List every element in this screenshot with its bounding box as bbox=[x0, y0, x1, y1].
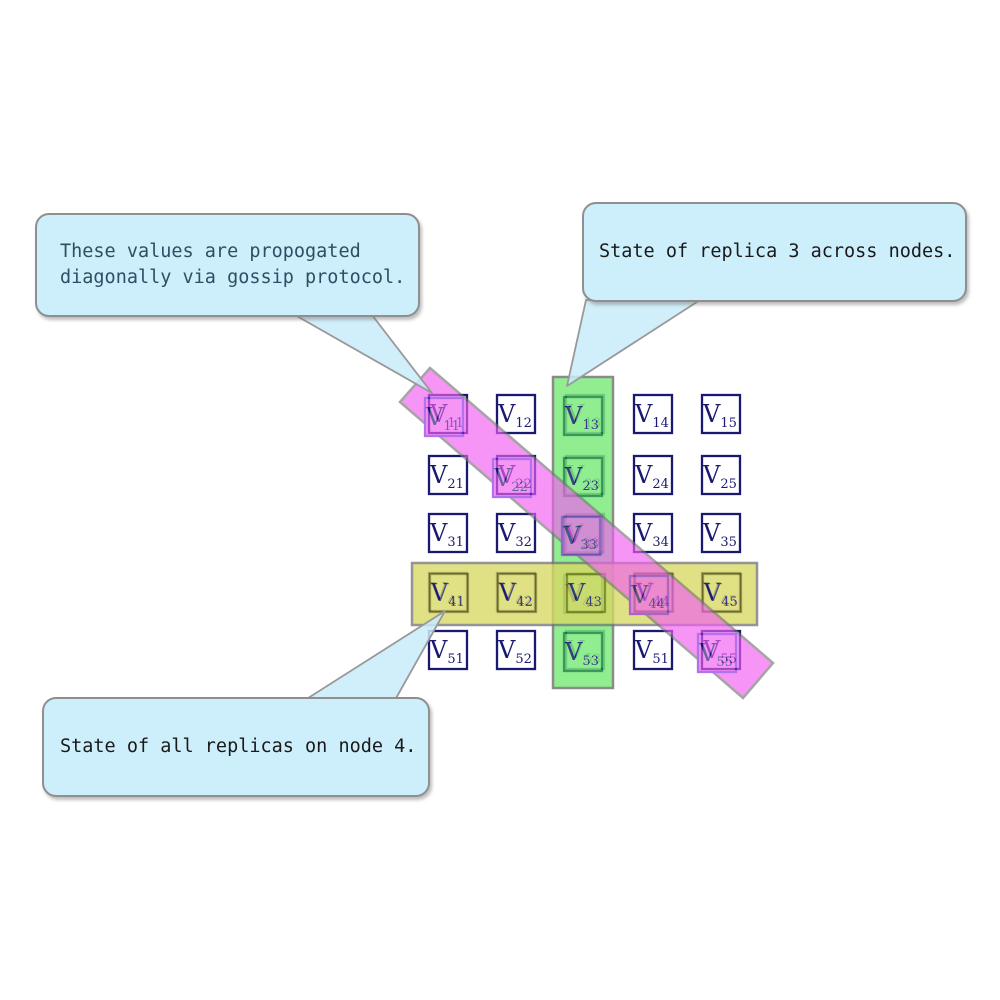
cell-label: V33 bbox=[562, 522, 597, 553]
cell-label: V22 bbox=[493, 464, 528, 495]
cell-label: V51 bbox=[429, 636, 464, 667]
cell-label: V35 bbox=[702, 519, 737, 550]
cell-label: V13 bbox=[564, 402, 599, 433]
callout-text-line: State of all replicas on node 4. bbox=[60, 736, 417, 757]
grid-cell bbox=[700, 454, 742, 496]
callout-node4-row: State of all replicas on node 4. bbox=[42, 697, 430, 797]
grid-cell bbox=[632, 512, 674, 554]
cell-label: V55 bbox=[698, 639, 733, 670]
grid-cell bbox=[700, 393, 742, 435]
callout-text-line: These values are propogated bbox=[60, 241, 361, 262]
grid-cell bbox=[632, 629, 674, 671]
cell-label: V21 bbox=[429, 461, 464, 492]
row-band-cell bbox=[701, 572, 743, 614]
cell-label: V34 bbox=[634, 519, 669, 550]
pointer-diagonal-callout bbox=[294, 314, 433, 394]
diagonal-band-cell bbox=[491, 457, 533, 499]
diagonal-band-cell bbox=[696, 632, 738, 674]
cell-label: V42 bbox=[498, 579, 533, 610]
grid-cell bbox=[495, 629, 537, 671]
column-band-cell bbox=[562, 631, 604, 673]
diagonal-band-cell bbox=[628, 574, 670, 616]
cell-label: V12 bbox=[497, 400, 532, 431]
cell-label: V43 bbox=[567, 579, 602, 610]
callout-text-line: State of replica 3 across nodes. bbox=[599, 241, 956, 262]
cell-label: V23 bbox=[564, 463, 599, 494]
column-band-cell bbox=[562, 395, 604, 437]
pointer-column-callout bbox=[566, 299, 701, 387]
cell-label: V51 bbox=[634, 636, 669, 667]
row-band-cell bbox=[565, 572, 607, 614]
highlight-node4-row: V41 V42 V43 V44 V45 bbox=[410, 561, 759, 627]
grid-cell bbox=[495, 393, 537, 435]
cell-label: V24 bbox=[634, 461, 669, 492]
cell-label: V52 bbox=[497, 636, 532, 667]
cell-label: V11 bbox=[425, 403, 460, 434]
grid-cell bbox=[632, 454, 674, 496]
callout-replica3-column: State of replica 3 across nodes. bbox=[582, 202, 967, 302]
diagonal-band-cell bbox=[423, 396, 465, 438]
cell-label: V53 bbox=[564, 638, 599, 669]
grid-cell bbox=[495, 512, 537, 554]
row-band-cell bbox=[496, 572, 538, 614]
row-band-cell bbox=[428, 572, 470, 614]
callout-text-line: diagonally via gossip protocol. bbox=[60, 267, 406, 288]
cell-label: V32 bbox=[497, 519, 532, 550]
cell-label: V45 bbox=[703, 579, 738, 610]
grid-cell bbox=[427, 629, 469, 671]
grid-cell bbox=[427, 454, 469, 496]
cell-label: V31 bbox=[429, 519, 464, 550]
cell-label: V44 bbox=[630, 581, 665, 612]
diagonal-band-cell bbox=[560, 515, 602, 557]
cell-label: V15 bbox=[702, 400, 737, 431]
grid-cell bbox=[700, 512, 742, 554]
cell-label: V14 bbox=[634, 400, 669, 431]
cell-label: V25 bbox=[702, 461, 737, 492]
grid-cell bbox=[632, 393, 674, 435]
pointer-row-callout bbox=[304, 610, 446, 701]
grid-cell bbox=[427, 512, 469, 554]
cell-label: V41 bbox=[430, 579, 465, 610]
callout-gossip-diagonal: These values are propogated diagonally v… bbox=[35, 213, 420, 317]
